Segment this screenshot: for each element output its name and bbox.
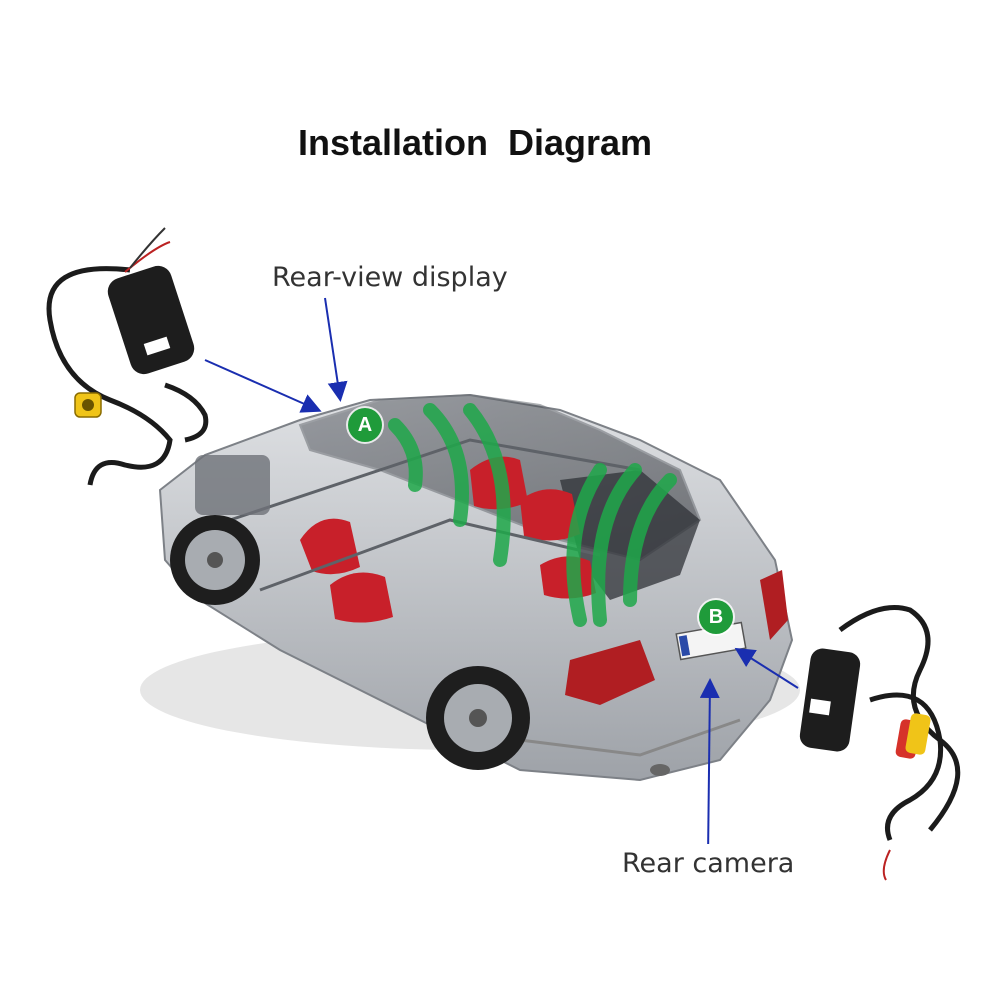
diagram-title: Installation Diagram <box>297 122 653 163</box>
signal-waves-icon <box>388 403 677 627</box>
rear-camera-label: Rear camera <box>612 844 805 883</box>
wireless-receiver-icon <box>46 227 209 486</box>
marker-a-badge: A <box>348 408 382 442</box>
wireless-transmitter-icon <box>799 605 961 881</box>
rear-view-display-label: Rear-view display <box>262 258 518 297</box>
arrows <box>204 297 799 859</box>
marker-b-badge: B <box>699 600 733 634</box>
car-cutaway-icon <box>140 393 800 782</box>
